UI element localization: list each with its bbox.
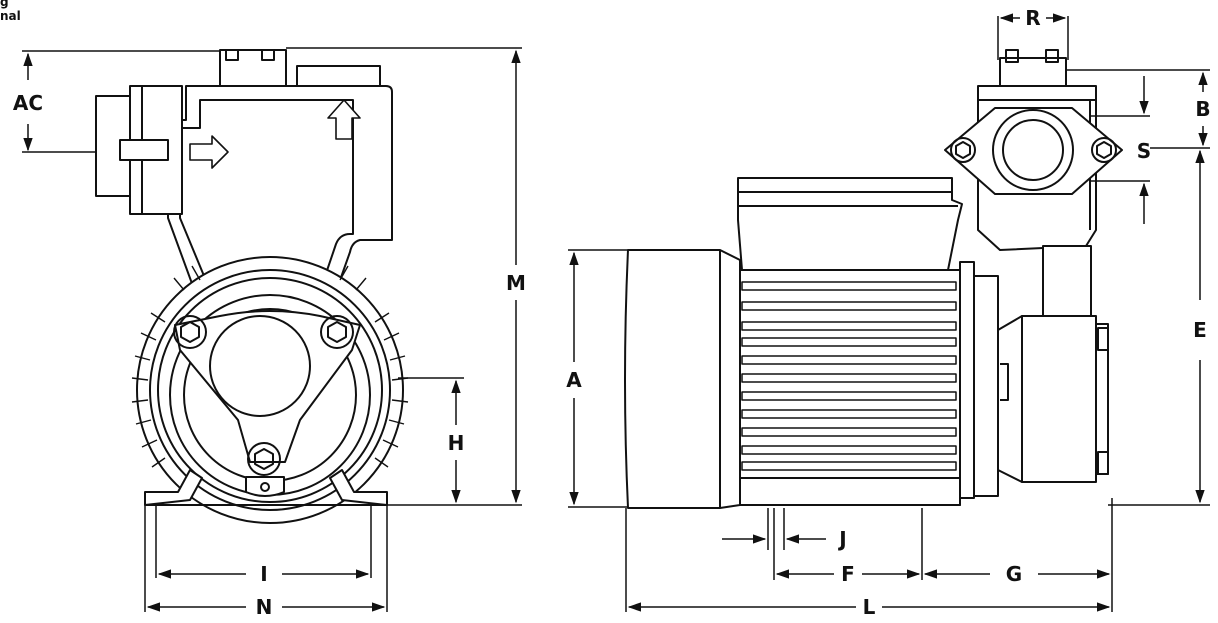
front-view-pump [95,49,409,524]
label-l: L [863,595,876,619]
side-view-pump [624,49,1123,509]
label-n: N [256,595,273,619]
dimension-labels: AC M H I N R B S E A J F G L [13,6,1211,619]
label-i: I [260,562,267,586]
label-e: E [1193,318,1207,342]
label-ac: AC [13,91,43,115]
corner-text-line1: g [0,0,9,9]
dimension-lines [22,13,1210,612]
label-b: B [1195,97,1210,121]
label-j: J [837,527,846,551]
label-f: F [841,562,855,586]
label-s: S [1137,139,1151,163]
label-m: M [506,271,526,295]
label-a: A [566,368,582,392]
label-r: R [1025,6,1040,30]
label-h: H [448,431,465,455]
label-g: G [1006,562,1022,586]
corner-text-line2: nal [0,9,21,23]
